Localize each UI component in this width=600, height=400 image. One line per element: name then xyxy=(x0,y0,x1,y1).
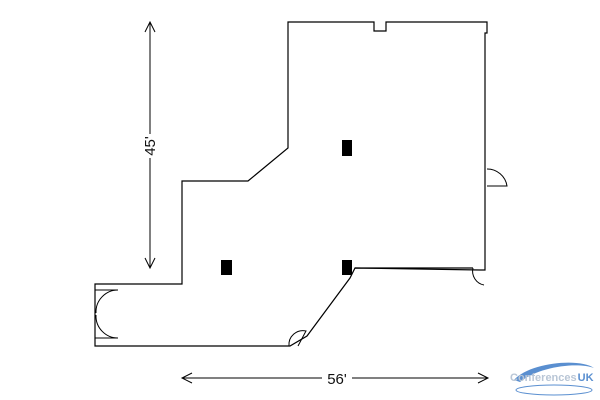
logo-text: ConferencesUK xyxy=(510,372,594,384)
pillar-right xyxy=(342,260,352,275)
bottom-door[interactable] xyxy=(288,330,307,347)
logo-swoosh-lower xyxy=(515,384,593,396)
left-double-door[interactable] xyxy=(95,289,119,339)
width-dimension: 56' xyxy=(180,371,490,388)
conferences-uk-logo: ConferencesUK xyxy=(510,362,594,396)
pillar-top xyxy=(342,140,352,156)
height-label: 45' xyxy=(142,136,159,156)
logo-swoosh xyxy=(514,362,594,382)
height-dimension: 45' xyxy=(142,20,159,270)
right-side-door[interactable] xyxy=(486,168,508,187)
pillar-left xyxy=(221,260,232,275)
room-outline xyxy=(94,21,488,347)
width-label: 56' xyxy=(327,371,347,388)
bottom-right-door[interactable] xyxy=(472,267,485,286)
